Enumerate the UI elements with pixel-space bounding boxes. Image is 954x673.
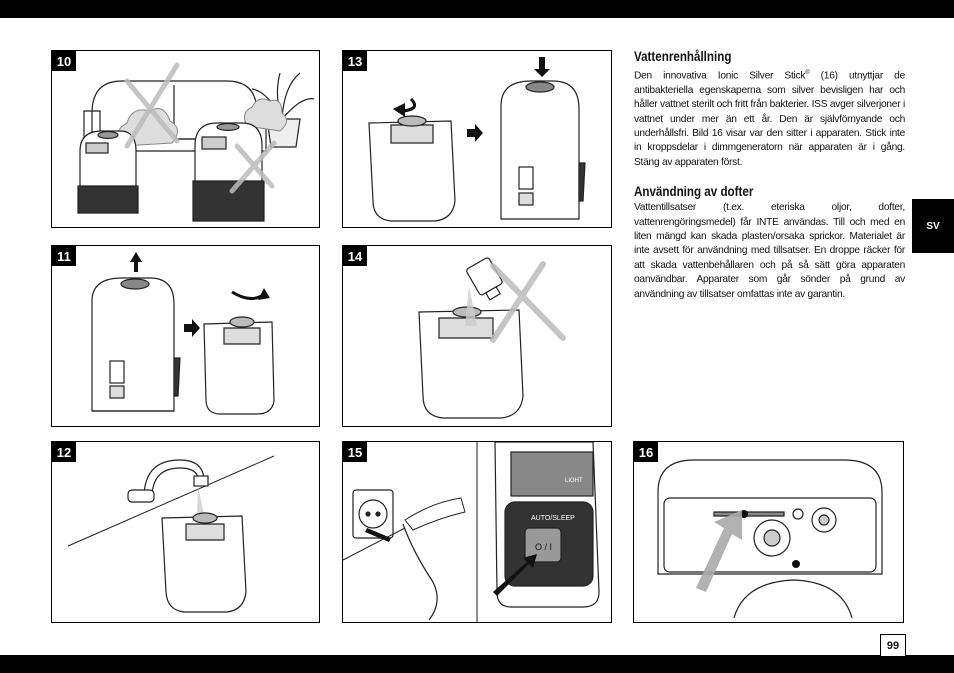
rotate-arrow-icon bbox=[231, 290, 265, 300]
arrow-icon bbox=[696, 510, 742, 592]
bottom-bar bbox=[0, 655, 954, 673]
figure-15: 15 AUTO/SLEEP O / I LIGHT bbox=[342, 441, 612, 623]
arrow-icon bbox=[493, 554, 537, 596]
language-tab: SV bbox=[912, 199, 954, 253]
figure-12-illustration bbox=[67, 455, 275, 613]
arrow-down-icon bbox=[534, 57, 550, 77]
light-label: LIGHT bbox=[565, 478, 583, 484]
figure-10: 10 bbox=[51, 50, 320, 228]
figure-14-illustration bbox=[418, 257, 566, 419]
figure-10-illustration bbox=[77, 62, 315, 222]
figure-16-illustration bbox=[657, 459, 883, 619]
arrow-up-icon bbox=[130, 252, 142, 272]
arrow-right-icon bbox=[467, 124, 483, 142]
figure-15-illustration: AUTO/SLEEP O / I LIGHT bbox=[343, 442, 600, 622]
figure-11: 11 bbox=[51, 245, 320, 427]
figure-label: 12 bbox=[52, 442, 76, 462]
figure-13-illustration bbox=[368, 57, 586, 222]
page-number: 99 bbox=[880, 634, 906, 656]
figure-label: 13 bbox=[343, 51, 367, 71]
cleaning-text: Den innovativa Ionic Silver Stick® (16) … bbox=[634, 70, 906, 168]
figure-label: 10 bbox=[52, 51, 76, 71]
figure-label: 11 bbox=[52, 246, 76, 266]
cleaning-heading: Vattenrenhållning bbox=[634, 49, 732, 64]
arrow-right-icon bbox=[184, 319, 200, 337]
figure-label: 14 bbox=[343, 246, 367, 266]
power-symbol: O / I bbox=[535, 542, 552, 552]
figure-13: 13 bbox=[342, 50, 612, 228]
figure-14: 14 bbox=[342, 245, 612, 427]
scents-heading: Användning av dofter bbox=[634, 184, 754, 200]
auto-sleep-label: AUTO/SLEEP bbox=[531, 515, 575, 522]
figure-label: 16 bbox=[634, 442, 658, 462]
scents-text: Vattentillsatser (t.ex. eteriska oljor, … bbox=[634, 202, 905, 300]
top-bar bbox=[0, 0, 954, 18]
figure-11-illustration bbox=[91, 252, 275, 415]
figure-label: 15 bbox=[343, 442, 367, 462]
figure-16: 16 bbox=[633, 441, 904, 623]
text-column: Vattenrenhållning Den innovativa Ionic S… bbox=[634, 49, 905, 302]
figure-12: 12 bbox=[51, 441, 320, 623]
rotate-arrow-icon bbox=[402, 97, 417, 113]
